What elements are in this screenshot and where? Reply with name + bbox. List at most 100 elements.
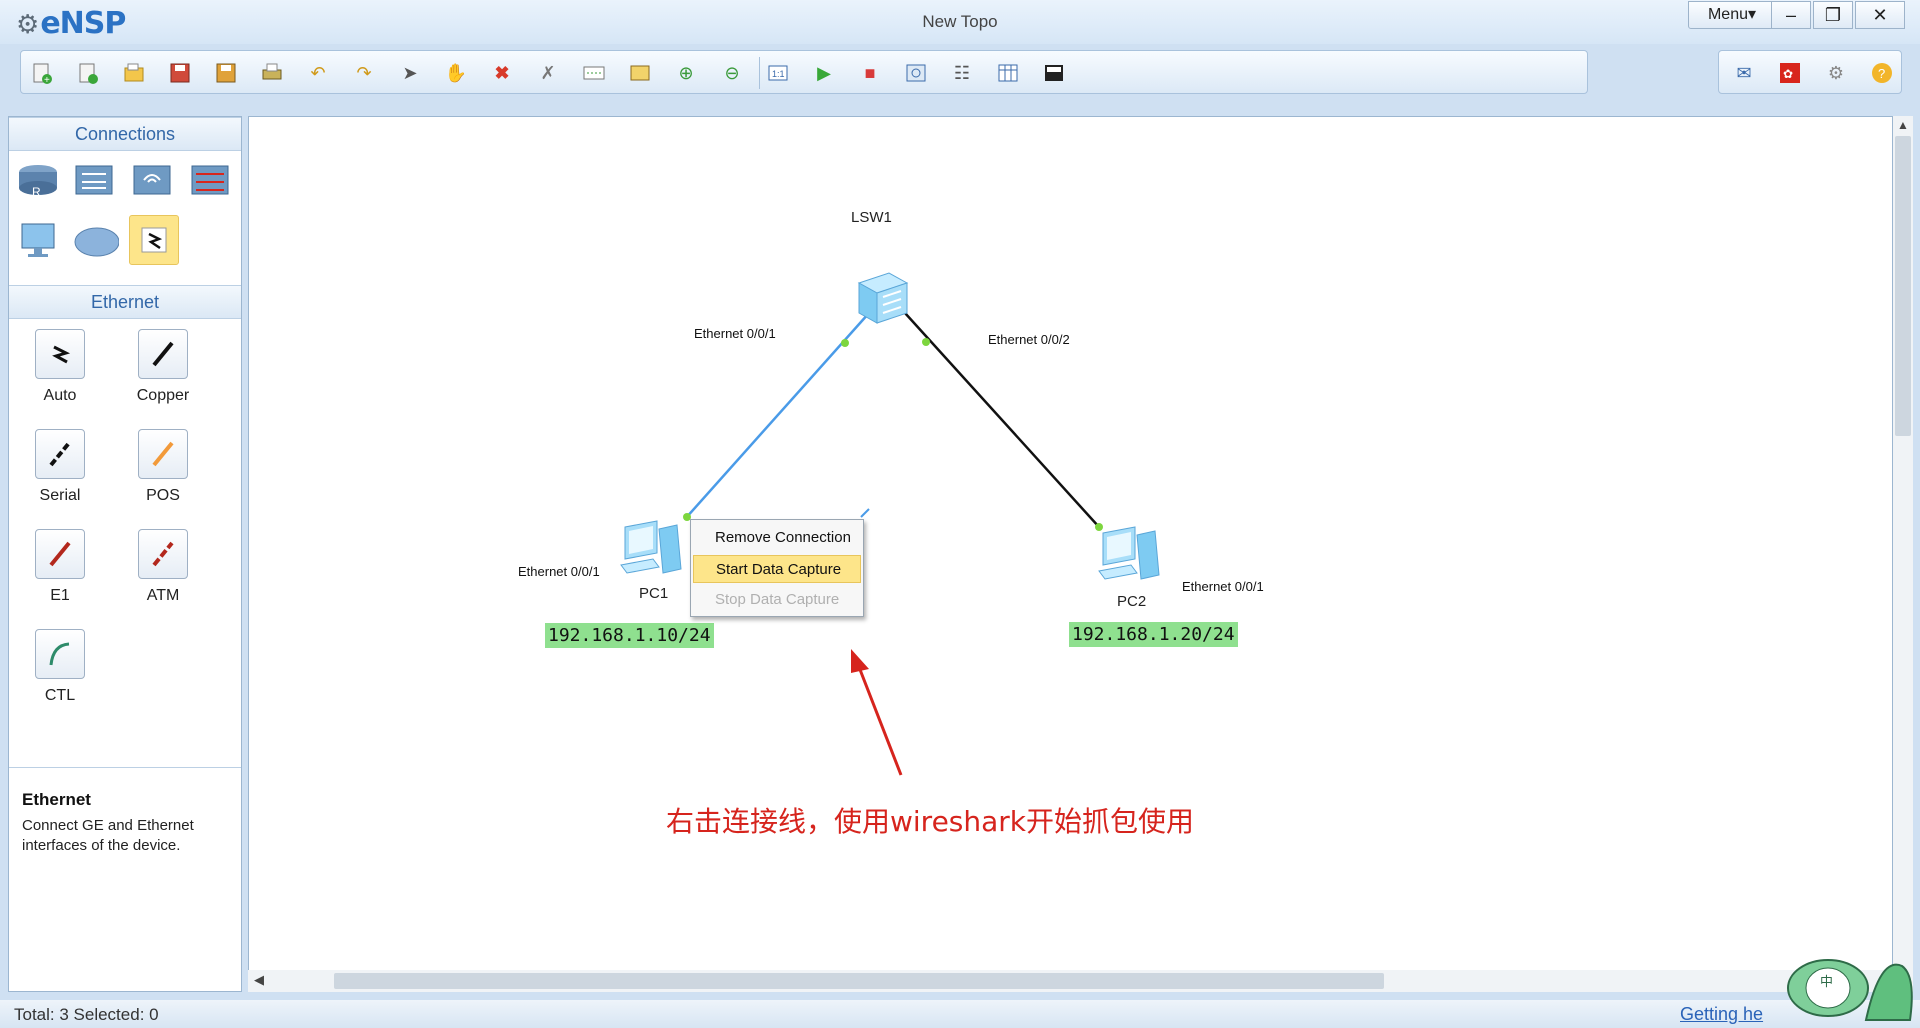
router-icon[interactable]: R	[15, 157, 61, 203]
serial-cable-icon	[49, 441, 71, 467]
firewall-icon[interactable]	[187, 157, 233, 203]
app-logo-text: eNSP	[40, 6, 126, 41]
text-icon[interactable]	[581, 61, 607, 85]
pc1-label: PC1	[639, 585, 669, 602]
save-icon[interactable]	[167, 61, 193, 85]
toolbar-separator	[759, 57, 760, 89]
switch-label: LSW1	[851, 209, 892, 226]
cable-ctl[interactable]: CTL	[32, 629, 88, 705]
switch-node-icon	[857, 272, 909, 324]
svg-text:✿: ✿	[1783, 67, 1793, 81]
annotation-text: 右击连接线，使用wireshark开始抓包使用	[666, 805, 1195, 838]
hand-icon[interactable]: ✋	[444, 62, 468, 83]
help-icon[interactable]: ?	[1869, 61, 1895, 85]
ime-mascot-icon[interactable]: 中	[1770, 946, 1920, 1026]
restore-button[interactable]: ❐	[1813, 1, 1853, 29]
switch-port-label: Ethernet 0/0/1	[694, 326, 776, 341]
app-logo: ⚙eNSP	[16, 6, 126, 41]
pc2-port-label: Ethernet 0/0/1	[1182, 579, 1264, 594]
start-data-capture-item[interactable]: Start Data Capture	[693, 555, 861, 583]
getting-help-link[interactable]: Getting he	[1680, 1004, 1764, 1024]
cable-auto[interactable]: Auto	[32, 329, 88, 405]
svg-text:?: ?	[1878, 66, 1885, 81]
capture-icon[interactable]	[903, 61, 929, 85]
svg-text:+: +	[44, 75, 50, 85]
pc2-ip-label: 192.168.1.20/24	[1069, 622, 1238, 647]
terminal-icon[interactable]	[1041, 61, 1067, 85]
close-button[interactable]: ✕	[1855, 1, 1905, 29]
pc1[interactable]	[617, 519, 689, 586]
port-dot	[683, 513, 691, 521]
status-bar: Total: 3 Selected: 0 Getting he	[0, 1000, 1920, 1028]
cable-label: E1	[50, 587, 70, 604]
zoom-out-icon[interactable]: ⊖	[724, 62, 740, 83]
e1-cable-icon	[49, 541, 71, 567]
connections-category-icon[interactable]	[129, 215, 179, 265]
pos-cable-icon	[152, 441, 174, 467]
main-toolbar: + ↶ ↷ ➤ ✋ ✖ ✗ ⊕ ⊖ 1:1 ▶ ■ ☷	[20, 50, 1588, 94]
menu-button[interactable]: Menu▾	[1688, 1, 1776, 29]
new-topo-icon[interactable]: +	[29, 61, 55, 85]
topology-icon[interactable]: ☷	[953, 62, 971, 83]
horizontal-scrollbar[interactable]: ◀	[248, 970, 1893, 992]
topology-canvas[interactable]: LSW1 Ethernet 0/0/1 Ethernet 0/0/2 PC1 E…	[248, 116, 1893, 992]
port-dot	[841, 339, 849, 347]
cable-label: Copper	[136, 387, 190, 404]
horizontal-scroll-thumb[interactable]	[334, 973, 1384, 989]
vertical-scrollbar[interactable]: ▲	[1893, 116, 1913, 992]
atm-cable-icon	[152, 541, 174, 567]
stop-icon[interactable]: ■	[864, 62, 876, 83]
status-text: Total: 3 Selected: 0	[14, 1005, 159, 1024]
switch-icon[interactable]	[71, 157, 117, 203]
palette-icon[interactable]	[627, 61, 653, 85]
undo-icon[interactable]: ↶	[310, 62, 326, 83]
start-icon[interactable]: ▶	[817, 62, 831, 83]
scroll-up-icon[interactable]: ▲	[1897, 118, 1909, 132]
chat-icon[interactable]: ✉	[1736, 62, 1752, 83]
save-as-icon[interactable]	[213, 61, 239, 85]
vertical-scroll-thumb[interactable]	[1895, 136, 1911, 436]
delete-connection-icon[interactable]: ✗	[540, 62, 556, 83]
cable-pos[interactable]: POS	[135, 429, 191, 505]
port-dot	[1095, 523, 1103, 531]
cable-e1[interactable]: E1	[32, 529, 88, 605]
description-text: Connect GE and Ethernet interfaces of th…	[22, 817, 194, 854]
cable-serial[interactable]: Serial	[32, 429, 88, 505]
cable-copper[interactable]: Copper	[135, 329, 191, 405]
cable-label: Auto	[43, 387, 77, 404]
title-bar: ⚙eNSP New Topo Menu▾ – ❐ ✕	[0, 0, 1920, 44]
wireless-icon[interactable]	[129, 157, 175, 203]
cable-label: CTL	[44, 687, 76, 704]
open-icon[interactable]	[121, 61, 147, 85]
minimize-button[interactable]: –	[1771, 1, 1811, 29]
huawei-icon[interactable]: ✿	[1777, 61, 1803, 85]
select-icon[interactable]: ➤	[402, 62, 418, 83]
cable-label: POS	[146, 487, 180, 504]
link-pc1-lsw1[interactable]	[684, 312, 870, 520]
switch-lsw1[interactable]	[849, 267, 913, 334]
scroll-left-icon[interactable]: ◀	[254, 972, 264, 987]
grid-icon[interactable]	[995, 61, 1021, 85]
pc-icon[interactable]	[15, 217, 61, 263]
right-toolbar: ✉ ✿ ⚙ ?	[1718, 50, 1902, 94]
cable-atm[interactable]: ATM	[135, 529, 191, 605]
redo-icon[interactable]: ↷	[356, 62, 372, 83]
print-icon[interactable]	[259, 61, 285, 85]
annotation-arrow	[851, 649, 903, 776]
remove-connection-item[interactable]: Remove Connection	[715, 529, 851, 546]
link-pc2-lsw1[interactable]	[904, 312, 1100, 528]
new-lab-icon[interactable]	[75, 61, 101, 85]
ctl-cable-icon	[49, 642, 70, 666]
link-pc1-lsw1-stub[interactable]	[860, 508, 870, 518]
cable-label: ATM	[146, 587, 180, 604]
zoom-in-icon[interactable]: ⊕	[678, 62, 694, 83]
copper-cable-icon	[152, 341, 174, 367]
fit-icon[interactable]: 1:1	[765, 61, 791, 85]
pc2-label: PC2	[1117, 593, 1147, 610]
pc2[interactable]	[1095, 525, 1167, 592]
cloud-icon[interactable]	[73, 217, 119, 263]
topology-links	[683, 312, 1103, 531]
settings-icon[interactable]: ⚙	[1827, 62, 1845, 83]
delete-icon[interactable]: ✖	[494, 62, 510, 83]
pc-node-icon	[620, 520, 682, 574]
